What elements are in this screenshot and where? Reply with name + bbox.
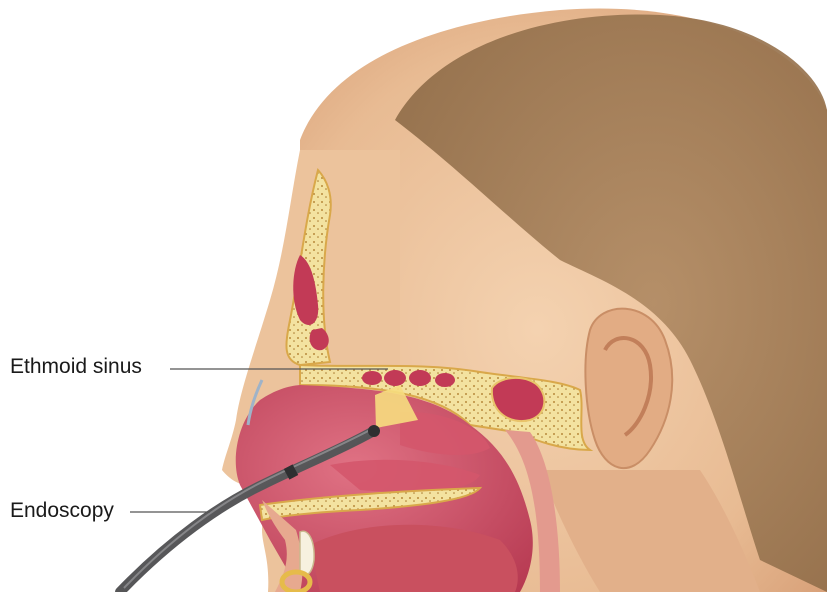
endoscopy-label: Endoscopy [10, 499, 114, 523]
endoscope-tip [368, 425, 380, 437]
ethmoid-sinus-label: Ethmoid sinus [10, 355, 142, 379]
